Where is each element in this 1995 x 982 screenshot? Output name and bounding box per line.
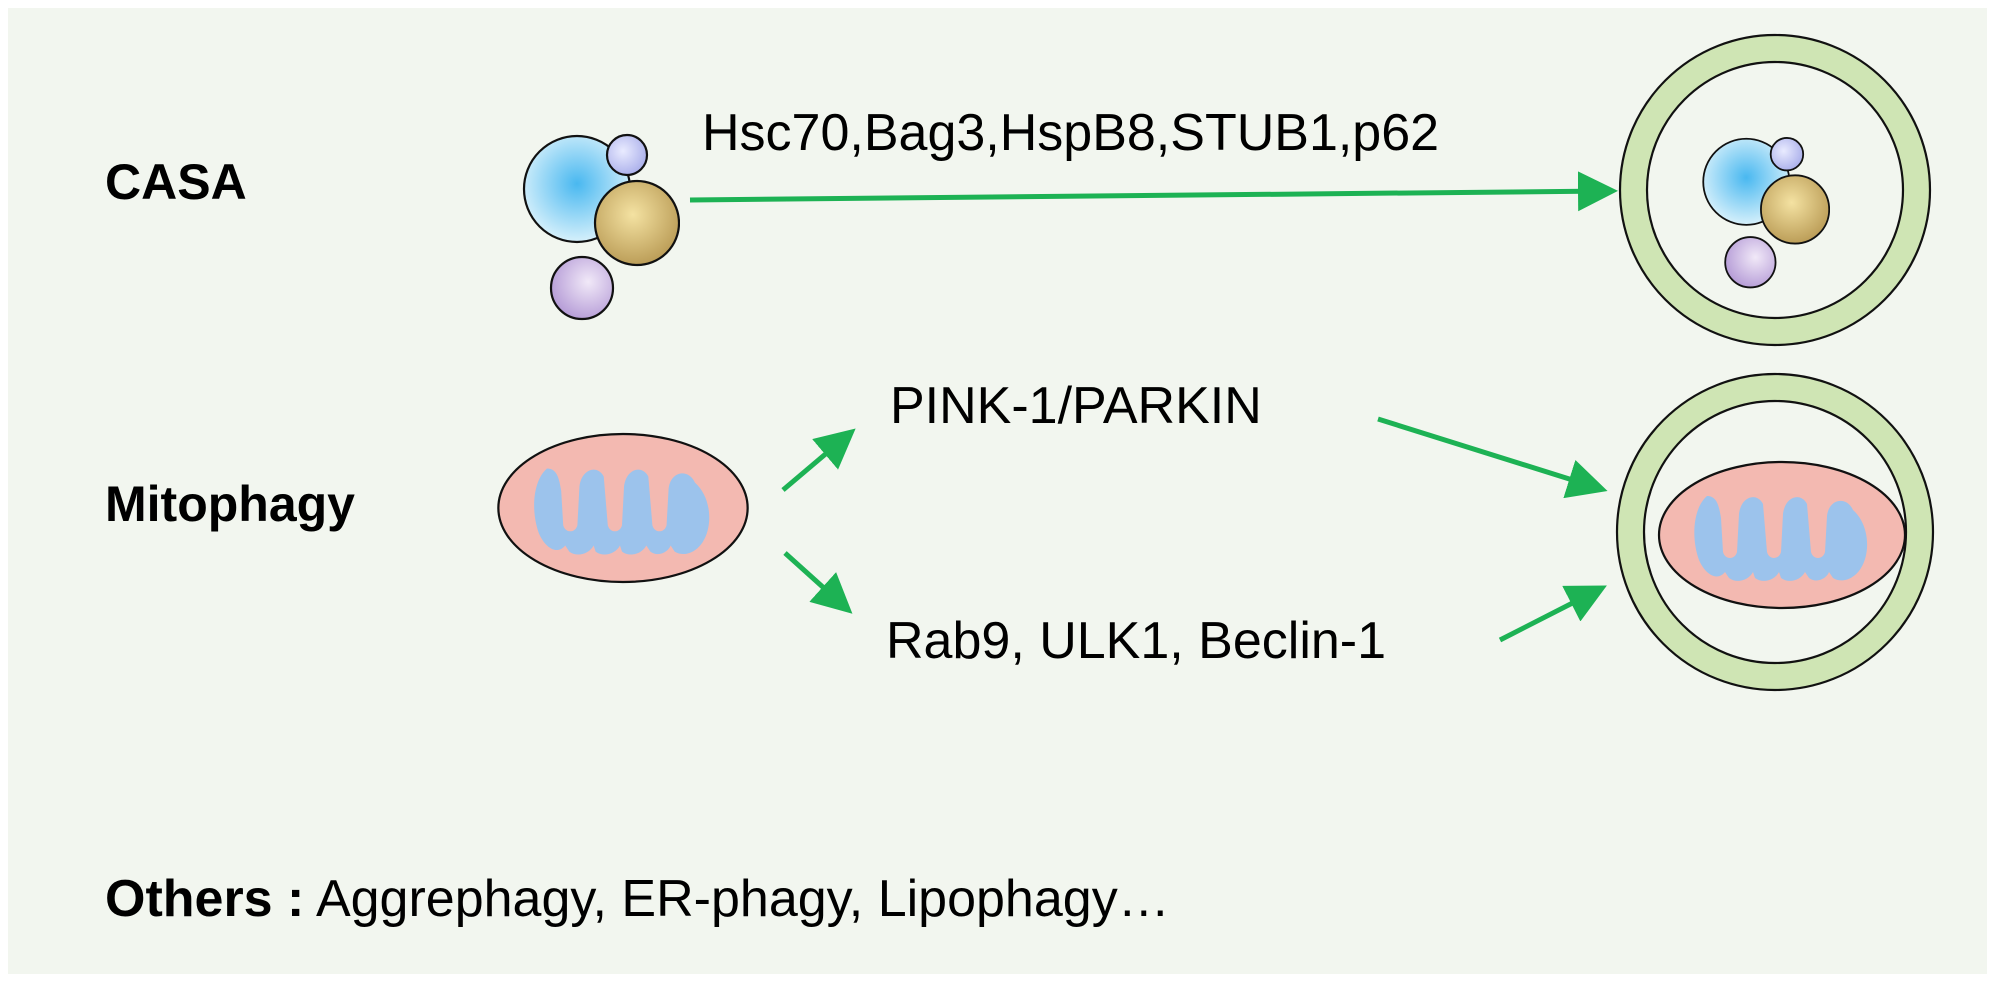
others-items: Aggrephagy, ER-phagy, Lipophagy… — [315, 870, 1170, 928]
rab9-to-autophagosome-arrow — [1498, 585, 1607, 643]
casa-proteins-label: Hsc70,Bag3,HspB8,STUB1,p62 — [702, 104, 1440, 162]
rab9-branch-arrow — [783, 551, 853, 614]
mitochondrion-icon — [497, 432, 749, 584]
pink1-parkin-pathway-label: PINK-1/PARKIN — [890, 377, 1262, 435]
mitophagy-row-label: Mitophagy — [105, 476, 355, 532]
rab9-ulk1-beclin1-pathway-label: Rab9, ULK1, Beclin-1 — [886, 612, 1387, 670]
others-footer: Others : Aggrephagy, ER-phagy, Lipophagy… — [105, 873, 1170, 925]
pink1-branch-arrow — [781, 428, 856, 492]
casa-arrow — [689, 171, 1618, 212]
protein-aggregate-icon — [522, 133, 680, 321]
pink1-to-autophagosome-arrow — [1377, 416, 1608, 499]
engulfed-mitochondrion-icon — [1657, 460, 1907, 610]
casa-row-label: CASA — [105, 154, 247, 210]
others-title: Others : — [105, 870, 305, 928]
